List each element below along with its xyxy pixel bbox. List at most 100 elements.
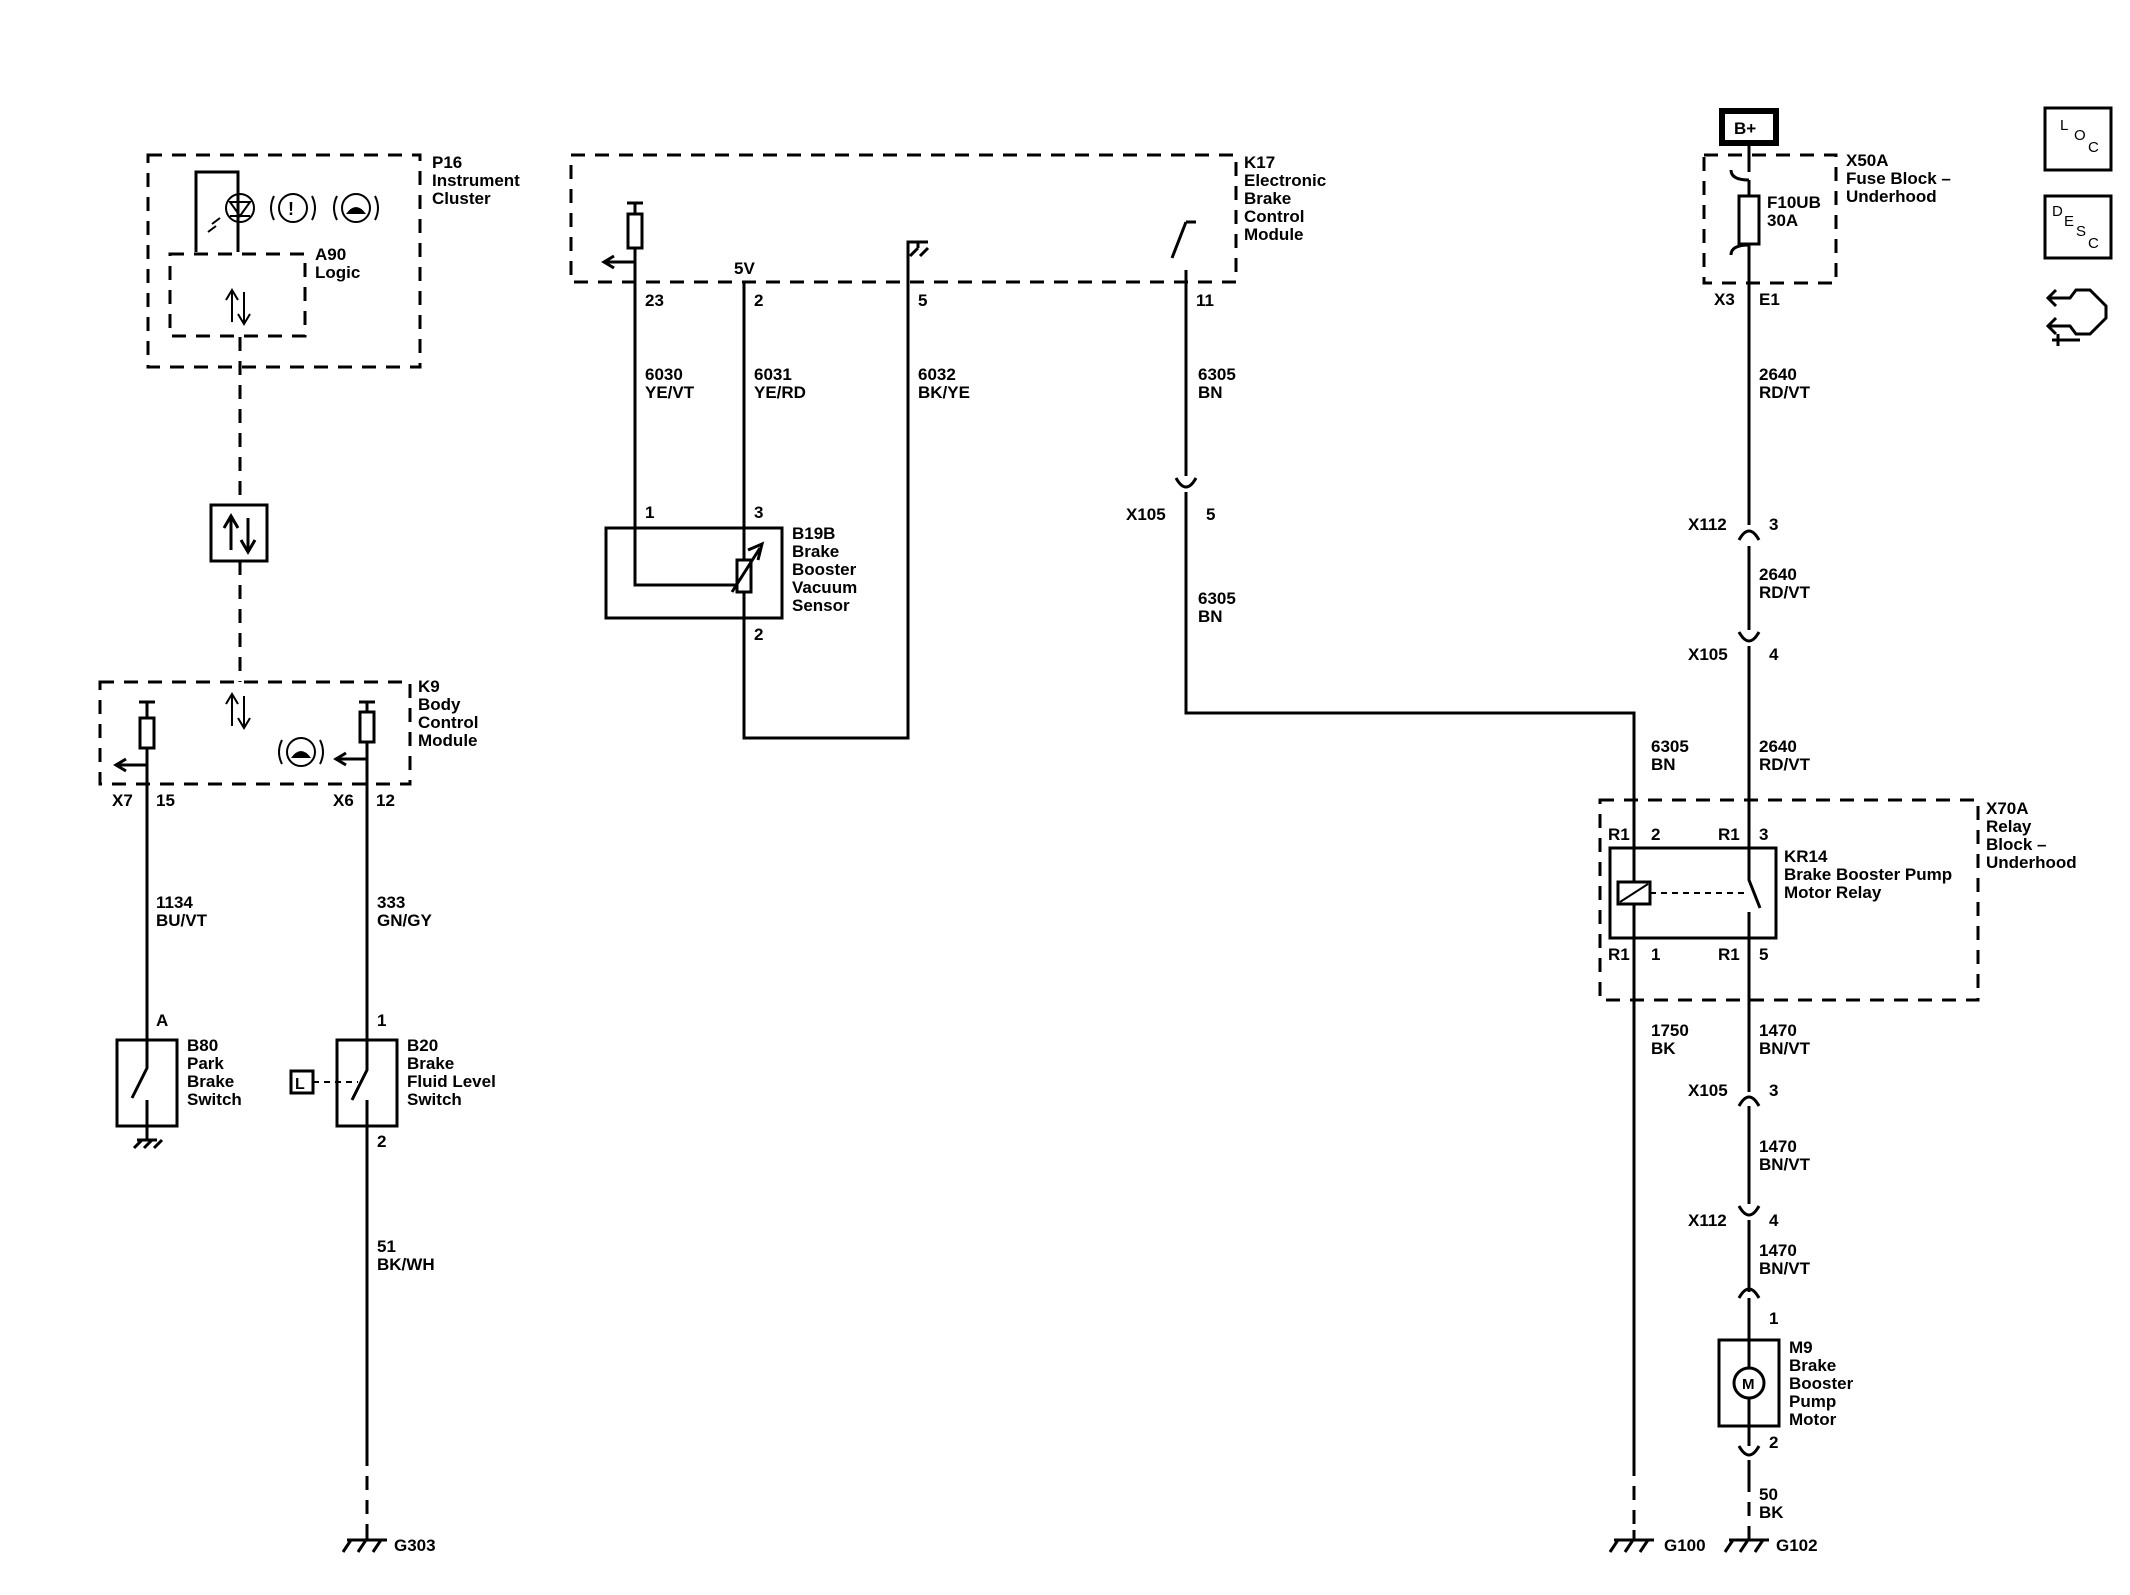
svg-text:BK/YE: BK/YE bbox=[918, 383, 970, 402]
svg-text:1134: 1134 bbox=[156, 893, 193, 912]
svg-text:RD/VT: RD/VT bbox=[1759, 583, 1811, 602]
location-icon[interactable]: L O C bbox=[2043, 106, 2113, 172]
svg-text:50: 50 bbox=[1759, 1485, 1778, 1504]
svg-text:BK/WH: BK/WH bbox=[377, 1255, 435, 1274]
svg-text:1470: 1470 bbox=[1759, 1021, 1797, 1040]
svg-text:Instrument: Instrument bbox=[432, 171, 520, 190]
k9-body-control-module: K9 Body Control Module bbox=[98, 677, 478, 870]
svg-text:X112: X112 bbox=[1688, 1211, 1727, 1230]
brake-warning-lamp-icon bbox=[194, 170, 255, 252]
svg-text:Cluster: Cluster bbox=[432, 189, 491, 208]
svg-text:X105: X105 bbox=[1126, 505, 1166, 524]
svg-text:Module: Module bbox=[418, 731, 478, 750]
svg-text:R1: R1 bbox=[1608, 945, 1630, 964]
svg-text:BN/VT: BN/VT bbox=[1759, 1039, 1811, 1058]
svg-text:B19B: B19B bbox=[792, 524, 835, 543]
svg-text:L: L bbox=[2060, 117, 2068, 134]
connector-x105-icon bbox=[1737, 631, 1761, 643]
svg-text:Underhood: Underhood bbox=[1846, 187, 1937, 206]
svg-text:R1: R1 bbox=[1718, 825, 1740, 844]
svg-text:E1: E1 bbox=[1759, 290, 1780, 309]
svg-text:KR14: KR14 bbox=[1784, 847, 1828, 866]
svg-text:Module: Module bbox=[1244, 225, 1304, 244]
svg-text:Booster: Booster bbox=[1789, 1374, 1854, 1393]
svg-text:G100: G100 bbox=[1664, 1536, 1706, 1555]
svg-text:BN: BN bbox=[1651, 755, 1676, 774]
a90-logic-box bbox=[168, 252, 307, 338]
svg-text:6032: 6032 bbox=[918, 365, 956, 384]
connector-x112-icon bbox=[1737, 529, 1761, 541]
svg-text:3: 3 bbox=[1759, 825, 1768, 844]
svg-text:3: 3 bbox=[1769, 515, 1778, 534]
svg-text:1: 1 bbox=[1769, 1309, 1778, 1328]
brake-fluid-icon bbox=[278, 737, 324, 767]
svg-text:Brake Booster Pump: Brake Booster Pump bbox=[1784, 865, 1952, 884]
brake-exclamation-icon: ! bbox=[270, 193, 316, 223]
svg-text:5: 5 bbox=[918, 291, 927, 310]
svg-text:B+: B+ bbox=[1734, 119, 1756, 138]
svg-text:Body: Body bbox=[418, 695, 461, 714]
svg-text:X112: X112 bbox=[1688, 515, 1727, 534]
svg-text:2: 2 bbox=[1769, 1433, 1778, 1452]
svg-text:Relay: Relay bbox=[1986, 817, 2032, 836]
svg-text:M9: M9 bbox=[1789, 1338, 1813, 1357]
svg-text:Switch: Switch bbox=[407, 1090, 462, 1109]
svg-text:C: C bbox=[2088, 235, 2099, 252]
data-arrows-icon bbox=[225, 288, 251, 326]
data-arrows-icon bbox=[225, 692, 251, 730]
svg-text:K17: K17 bbox=[1244, 153, 1275, 172]
svg-text:B20: B20 bbox=[407, 1036, 438, 1055]
x50a-fuse-block: X50A Fuse Block – Underhood F10UB 30A bbox=[1702, 146, 1951, 285]
ground-g102-icon bbox=[1723, 1530, 1769, 1553]
svg-text:E: E bbox=[2064, 213, 2074, 230]
svg-text:BN/VT: BN/VT bbox=[1759, 1259, 1811, 1278]
kr14-brake-booster-pump-motor-relay: KR14 Brake Booster Pump Motor Relay bbox=[1608, 846, 1952, 940]
svg-text:X3: X3 bbox=[1714, 290, 1735, 309]
svg-text:30A: 30A bbox=[1767, 211, 1798, 230]
brake-fluid-icon bbox=[333, 193, 379, 223]
b80-park-brake-switch: B80 Park Brake Switch bbox=[115, 1036, 242, 1150]
svg-text:P16: P16 bbox=[432, 153, 462, 172]
svg-text:2: 2 bbox=[377, 1132, 386, 1151]
serial-data-arrows-icon bbox=[222, 513, 257, 555]
svg-text:X105: X105 bbox=[1688, 1081, 1728, 1100]
svg-text:Motor: Motor bbox=[1789, 1410, 1837, 1429]
svg-text:Logic: Logic bbox=[315, 263, 360, 282]
svg-text:RD/VT: RD/VT bbox=[1759, 383, 1811, 402]
svg-text:D: D bbox=[2052, 203, 2063, 220]
svg-text:333: 333 bbox=[377, 893, 405, 912]
svg-text:1: 1 bbox=[645, 503, 654, 522]
svg-text:2640: 2640 bbox=[1759, 737, 1797, 756]
svg-text:6305: 6305 bbox=[1198, 589, 1236, 608]
ground-g100-icon bbox=[1608, 1530, 1654, 1553]
svg-text:2: 2 bbox=[754, 291, 763, 310]
m9-brake-booster-pump-motor: M M9 Brake Booster Pump Motor bbox=[1717, 1338, 1854, 1429]
svg-text:C: C bbox=[2088, 139, 2099, 156]
svg-text:4: 4 bbox=[1769, 645, 1779, 664]
svg-text:R1: R1 bbox=[1608, 825, 1630, 844]
svg-text:Block –: Block – bbox=[1986, 835, 2046, 854]
connector-service-icon[interactable] bbox=[2045, 288, 2108, 346]
svg-text:Control: Control bbox=[418, 713, 478, 732]
svg-text:Switch: Switch bbox=[187, 1090, 242, 1109]
svg-text:BN/VT: BN/VT bbox=[1759, 1155, 1811, 1174]
svg-text:2: 2 bbox=[1651, 825, 1660, 844]
svg-text:5: 5 bbox=[1759, 945, 1768, 964]
wire-6032 bbox=[742, 282, 910, 740]
svg-text:Brake: Brake bbox=[187, 1072, 234, 1091]
svg-text:15: 15 bbox=[156, 791, 175, 810]
svg-text:Brake: Brake bbox=[792, 542, 839, 561]
svg-text:2: 2 bbox=[754, 625, 763, 644]
description-icon[interactable]: D E S C bbox=[2043, 194, 2113, 260]
ground-g303-icon bbox=[341, 1530, 387, 1553]
svg-text:Underhood: Underhood bbox=[1986, 853, 2077, 872]
svg-text:2640: 2640 bbox=[1759, 365, 1797, 384]
svg-text:A90: A90 bbox=[315, 245, 346, 264]
svg-text:Brake: Brake bbox=[407, 1054, 454, 1073]
svg-text:1750: 1750 bbox=[1651, 1021, 1689, 1040]
svg-text:L: L bbox=[295, 1076, 305, 1093]
svg-text:4: 4 bbox=[1769, 1211, 1779, 1230]
svg-text:6031: 6031 bbox=[754, 365, 792, 384]
svg-text:Pump: Pump bbox=[1789, 1392, 1836, 1411]
